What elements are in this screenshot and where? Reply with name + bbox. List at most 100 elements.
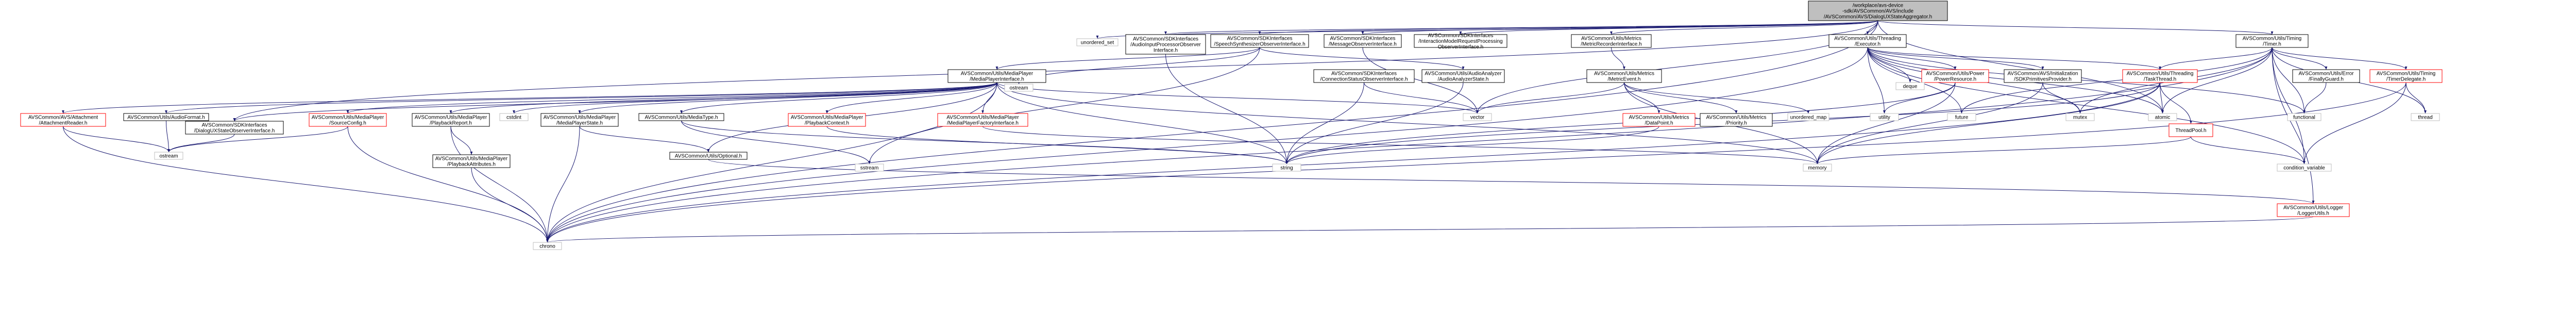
node-label-line: AVSCommon/Utils/Optional.h: [675, 154, 742, 159]
include-edge: [996, 82, 1819, 165]
header-node[interactable]: AVSCommon/Utils/Power/PowerResource.h: [1921, 69, 1989, 83]
header-node[interactable]: ThreadPool.h: [2168, 123, 2213, 137]
header-node[interactable]: AVSCommon/Utils/Optional.h: [669, 152, 748, 160]
include-edge: [2161, 47, 2273, 114]
include-edge: [2303, 82, 2406, 165]
node-box: [123, 113, 209, 121]
node-label-line: unordered_set: [1081, 40, 1114, 46]
node-label-line: AVSCommon/AVS/Initialization: [2008, 71, 2078, 77]
header-node[interactable]: AVSCommon/Utils/MediaType.h: [638, 113, 724, 121]
include-edge: [1624, 82, 1660, 114]
header-node[interactable]: AVSCommon/Utils/AudioFormat.h: [123, 113, 209, 121]
include-edge: [681, 120, 871, 165]
header-node[interactable]: AVSCommon/Utils/MediaPlayer/MediaPlayerF…: [937, 113, 1028, 127]
node-box: [2292, 69, 2360, 83]
header-node[interactable]: AVSCommon/Utils/Metrics/DataPoint.h: [1622, 113, 1696, 127]
header-node[interactable]: AVSCommon/Utils/MediaPlayer/MediaPlayerI…: [947, 69, 1046, 83]
header-node[interactable]: AVSCommon/Utils/MediaPlayer/MediaPlayerS…: [540, 113, 619, 127]
node-box: [2235, 34, 2309, 48]
include-edge: [166, 120, 170, 153]
header-node[interactable]: AVSCommon/Utils/AudioAnalyzer/AudioAnaly…: [1421, 69, 1505, 83]
node-box: [1324, 34, 1402, 48]
header-node[interactable]: AVSCommon/SDKInterfaces/ConnectionStatus…: [1313, 69, 1415, 83]
system-header-node: chrono: [533, 242, 562, 250]
header-node[interactable]: AVSCommon/SDKInterfaces/MessageObserverI…: [1324, 34, 1402, 48]
include-edge: [450, 126, 473, 155]
header-node[interactable]: AVSCommon/Utils/Metrics/MetricRecorderIn…: [1571, 34, 1652, 48]
node-label-line: /DataPoint.h: [1645, 121, 1673, 126]
header-node[interactable]: AVSCommon/Utils/Threading/TaskThread.h: [2122, 69, 2198, 83]
edge-layer: [62, 20, 2427, 243]
include-edge: [868, 47, 1260, 165]
include-edge: [167, 126, 348, 153]
include-edge: [2303, 82, 2327, 114]
node-label-line: chrono: [539, 244, 555, 250]
header-node[interactable]: AVSCommon/Utils/Logger/LoggerUtils.h: [2277, 203, 2350, 217]
include-edge: [546, 216, 2314, 243]
node-label-line: deque: [1903, 84, 1918, 90]
header-node[interactable]: AVSCommon/SDKInterfaces/DialogUXStateObs…: [185, 121, 284, 135]
header-node[interactable]: AVSCommon/SDKInterfaces/InteractionModel…: [1414, 33, 1507, 50]
node-label-line: AVSCommon/Utils/MediaPlayer: [961, 71, 1033, 77]
node-label-line: AVSCommon/SDKInterfaces: [1331, 71, 1397, 77]
include-edge: [1867, 47, 1886, 114]
node-box: [499, 113, 529, 121]
include-edge: [347, 126, 549, 243]
include-edge: [1165, 54, 1288, 165]
node-box: [1313, 69, 1415, 83]
node-label-line: /MessageObserverInterface.h: [1329, 42, 1397, 47]
include-edge: [708, 159, 2314, 204]
header-node[interactable]: AVSCommon/Utils/Timing/Timer.h: [2235, 34, 2309, 48]
node-label-line: AVSCommon/Utils/MediaPlayer: [544, 115, 616, 121]
include-edge: [346, 82, 997, 114]
node-box: [937, 113, 1028, 127]
header-node[interactable]: AVSCommon/Utils/MediaPlayer/PlaybackAttr…: [432, 154, 511, 168]
include-edge: [546, 126, 580, 243]
include-edge: [2272, 47, 2328, 70]
header-node[interactable]: AVSCommon/AVS/Initialization/SDKPrimitiv…: [2004, 69, 2082, 83]
header-node[interactable]: AVSCommon/SDKInterfaces/AudioInputProces…: [1125, 34, 1206, 55]
include-edge: [825, 82, 997, 114]
node-label-line: /DialogUXStateObserverInterface.h: [194, 128, 275, 134]
include-edge: [1459, 20, 1878, 35]
system-header-node: unordered_set: [1076, 38, 1118, 46]
header-node[interactable]: AVSCommon/SDKInterfaces/SpeechSynthesize…: [1210, 34, 1309, 48]
include-edge: [1867, 47, 2306, 114]
include-edge: [579, 126, 710, 153]
header-node[interactable]: AVSCommon/Utils/Timing/TimerDelegate.h: [2369, 69, 2443, 83]
include-edge: [165, 82, 997, 114]
header-node[interactable]: AVSCommon/Utils/MediaPlayer/PlaybackCont…: [788, 113, 866, 127]
include-edge: [1867, 47, 2161, 70]
header-node[interactable]: AVSCommon/Utils/Threading/Executor.h: [1828, 34, 1907, 48]
include-edge: [2191, 136, 2306, 165]
node-label-line: ostream: [1009, 86, 1028, 91]
header-node[interactable]: AVSCommon/Utils/Error/FinallyGuard.h: [2292, 69, 2360, 83]
node-box: [1210, 34, 1309, 48]
node-label-line: /workplace/avs-device: [1853, 3, 1904, 9]
node-box: [2122, 69, 2198, 83]
node-box: [1803, 163, 1832, 172]
include-edge: [1476, 82, 1624, 114]
node-label-line: /AudioInputProcessorObserver: [1130, 42, 1201, 48]
header-node[interactable]: AVSCommon/Utils/MediaPlayer/SourceConfig…: [309, 113, 387, 127]
node-label-line: Interface.h: [1154, 48, 1178, 54]
header-node[interactable]: AVSCommon/Utils/Metrics/Priority.h: [1700, 113, 1773, 127]
node-box: [1463, 113, 1492, 121]
header-node[interactable]: AVSCommon/Utils/MediaPlayer/PlaybackRepo…: [412, 113, 490, 127]
system-header-node: cstdint: [499, 113, 529, 121]
include-edge: [1285, 82, 1464, 165]
include-edge: [578, 82, 997, 114]
header-node[interactable]: AVSCommon/Utils/Metrics/MetricEvent.h: [1586, 69, 1662, 83]
include-edge: [1883, 82, 1956, 114]
node-box: [947, 69, 1046, 83]
include-edge: [546, 20, 1878, 243]
include-edge: [996, 82, 1288, 165]
include-edge: [167, 134, 235, 153]
node-box: [1586, 69, 1662, 83]
include-edge: [450, 126, 549, 243]
include-edge: [1285, 82, 1364, 165]
node-label-line: unordered_map: [1790, 115, 1827, 121]
header-node[interactable]: AVSCommon/AVS/Attachment/AttachmentReade…: [20, 113, 106, 127]
node-label-line: /AudioAnalyzerState.h: [1438, 77, 1489, 83]
include-edge: [2272, 47, 2315, 204]
